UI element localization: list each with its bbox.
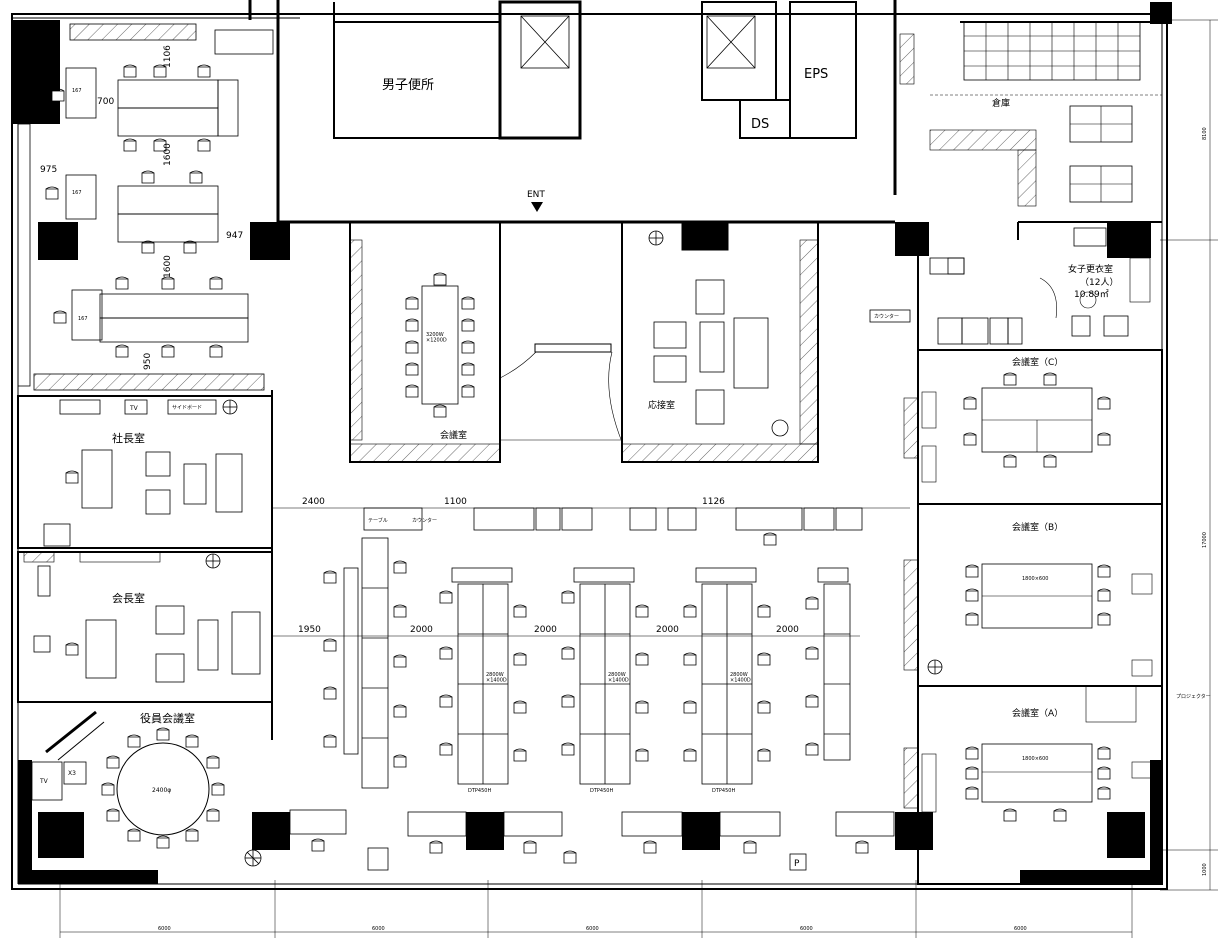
bottom-dim-2: 6000 xyxy=(372,926,385,932)
president-chair xyxy=(65,470,79,484)
counter-label-b: カウンター xyxy=(412,517,437,524)
desk-2800-c: 2800W×1400D xyxy=(730,672,751,684)
dtp-a: DTP450H xyxy=(468,788,491,794)
right-dim-8100: 8100 xyxy=(1202,127,1208,140)
desk-labels: 2800W×1400D 2800W×1400D 2800W×1400D DTP4… xyxy=(368,517,751,794)
meeting-b-chairs xyxy=(965,564,1111,626)
bottom-dim-1: 6000 xyxy=(158,926,171,932)
dim-700: 700 xyxy=(97,97,114,107)
entrance-arrow-icon xyxy=(531,202,543,212)
dim-1106: 1106 xyxy=(163,45,173,68)
counter-label: カウンター xyxy=(874,313,899,320)
bottom-dim-5: 6000 xyxy=(1014,926,1027,932)
open-office-top-storage xyxy=(363,507,863,531)
dim-2000b: 2000 xyxy=(534,625,557,635)
shelf-167-a: 167 xyxy=(72,88,82,94)
womens-locker-room xyxy=(1017,221,1162,337)
entrance: ENT xyxy=(527,190,545,212)
core-area xyxy=(333,0,857,140)
table-1800-a: 1800×600 xyxy=(1022,756,1048,762)
open-office-left-column xyxy=(343,537,389,789)
bottom-dim-3: 6000 xyxy=(586,926,599,932)
chairman-room-label: 会長室 xyxy=(112,591,145,605)
storage-room xyxy=(899,21,1162,207)
dtp-c: DTP450H xyxy=(712,788,735,794)
meeting-a-label: 会議室（A） xyxy=(1012,707,1063,719)
president-room xyxy=(17,395,273,549)
dim-1600b: 1600 xyxy=(163,255,173,278)
dim-1950: 1950 xyxy=(298,625,321,635)
desk-2800-b: 2800W×1400D xyxy=(608,672,629,684)
womens-locker-label: 女子更衣室 xyxy=(1068,263,1113,275)
executive-meeting-label: 役員会議室 xyxy=(140,711,195,725)
side-board-label: サイドボード xyxy=(172,404,202,411)
desk-islands xyxy=(451,567,851,785)
dim-2400: 2400 xyxy=(302,497,325,507)
tv-label-b: TV xyxy=(39,778,49,785)
reception-room-label: 応接室 xyxy=(648,399,675,411)
center-meeting-chairs xyxy=(405,272,475,418)
shelf-167-b: 167 xyxy=(72,190,82,196)
coat-hanger-icon xyxy=(244,849,262,867)
left-office xyxy=(17,23,274,391)
bottom-storage-chairs xyxy=(311,838,869,864)
meeting-room-label: 会議室 xyxy=(440,429,467,441)
shaft-x-boxes xyxy=(520,15,756,69)
table-3200-label: 3200W×1200D xyxy=(426,332,447,344)
meeting-b-label: 会議室（B） xyxy=(1012,521,1063,533)
storage-label: 倉庫 xyxy=(992,97,1010,109)
bottom-dimension-line xyxy=(59,880,1133,938)
dim-1126: 1126 xyxy=(702,497,725,507)
ds-label: DS xyxy=(751,117,769,132)
dim-2000a: 2000 xyxy=(410,625,433,635)
dim-975: 975 xyxy=(40,165,57,175)
shelf-167-c: 167 xyxy=(78,316,88,322)
table-2400-label: 2400φ xyxy=(152,787,171,794)
executive-meeting-room xyxy=(31,710,210,836)
dim-2000c: 2000 xyxy=(656,625,679,635)
entrance-label: ENT xyxy=(527,190,545,200)
meeting-room-a xyxy=(903,685,1163,885)
left-office-labels: 700 975 1106 1600 1600 947 950 167 167 1… xyxy=(40,45,243,370)
reception-room xyxy=(621,221,819,463)
bottom-dim-4: 6000 xyxy=(800,926,813,932)
x3-label: X3 xyxy=(68,770,76,777)
eps-label: EPS xyxy=(804,67,828,82)
right-dimension-line xyxy=(1160,19,1218,891)
tv-label-a: TV xyxy=(129,405,139,412)
dim-1100: 1100 xyxy=(444,497,467,507)
dtp-b: DTP450H xyxy=(590,788,613,794)
center-meeting-room xyxy=(349,221,501,463)
bottom-storage-row xyxy=(289,809,895,871)
hallway xyxy=(499,343,623,443)
right-dim-1000: 1000 xyxy=(1202,863,1208,876)
corridor-walls xyxy=(248,0,897,224)
meeting-room-c xyxy=(903,349,1163,505)
left-office-chairs xyxy=(45,64,223,358)
womens-locker-capacity: （12人） xyxy=(1080,277,1118,288)
president-room-label: 社長室 xyxy=(112,431,145,445)
table-label: テーブル xyxy=(368,517,388,524)
dim-2000d: 2000 xyxy=(776,625,799,635)
chairman-chair xyxy=(65,642,79,656)
meeting-c-label: 会議室（C） xyxy=(1012,356,1063,368)
right-dim-17000: 17000 xyxy=(1202,532,1208,548)
dim-1600a: 1600 xyxy=(163,143,173,166)
pillars xyxy=(12,2,1172,884)
desk-2800-a: 2800W×1400D xyxy=(486,672,507,684)
table-1800-b: 1800×600 xyxy=(1022,576,1048,582)
p-label: P xyxy=(794,859,800,869)
chairman-room xyxy=(17,551,273,703)
womens-locker-area: 10.89㎡ xyxy=(1074,289,1109,300)
dim-950: 950 xyxy=(143,353,153,370)
dim-947: 947 xyxy=(226,231,243,241)
projector-label: プロジェクター xyxy=(1176,693,1211,700)
mens-restroom-label: 男子便所 xyxy=(382,78,434,93)
